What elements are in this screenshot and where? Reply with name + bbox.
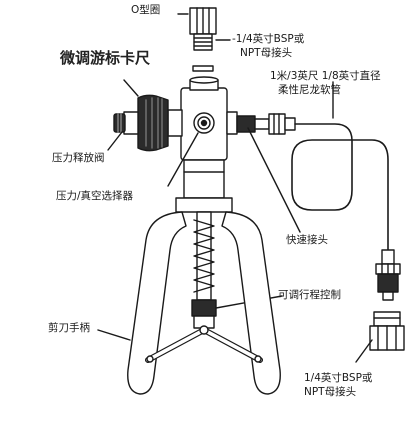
vernier-knob [137, 94, 183, 152]
stroke-spring [191, 211, 217, 329]
label-bottom-fitting-1: 1/4英寸BSP或 [304, 372, 373, 384]
label-o-ring: O型圈 [131, 4, 161, 16]
release-valve [113, 111, 139, 135]
label-bottom-fitting-2: NPT母接头 [304, 386, 357, 398]
label-handle: 剪刀手柄 [48, 322, 90, 334]
label-vernier: 微调游标卡尺 [60, 49, 151, 67]
label-release-valve: 压力释放阀 [52, 152, 105, 164]
side-port [226, 111, 296, 135]
scissor-handles [127, 211, 281, 395]
nylon-hose [291, 123, 389, 251]
label-hose-1: 1米/3英尺 1/8英寸直径 [270, 70, 381, 82]
o-ring [192, 65, 214, 72]
bottom-fitting [369, 311, 405, 351]
label-top-fitting-1: -1/4英寸BSP或 [232, 33, 305, 45]
top-fitting [189, 7, 217, 51]
label-selector: 压力/真空选择器 [56, 190, 134, 202]
label-hose-2: 柔性尼龙软管 [278, 84, 341, 96]
label-top-fitting-2: NPT母接头 [240, 47, 293, 59]
quick-connector [375, 249, 401, 301]
label-stroke-control: 可调行程控制 [278, 289, 341, 301]
pump-body [175, 76, 233, 213]
label-quick-connect: 快速接头 [286, 234, 328, 246]
